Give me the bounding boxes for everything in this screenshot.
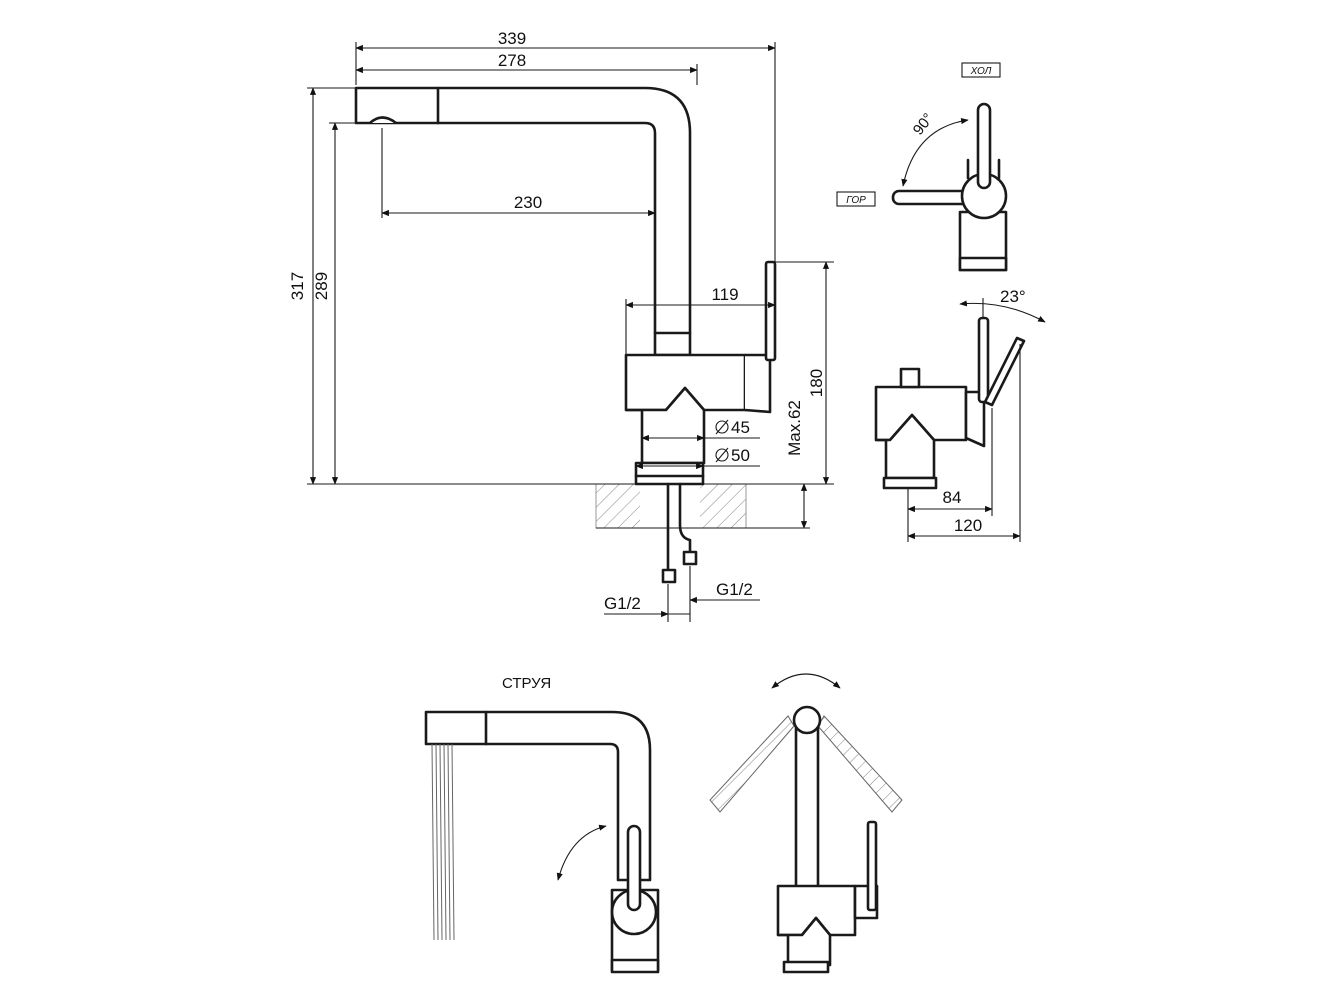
dim-thread-right: G1/2: [716, 580, 753, 599]
dim-max-deck: Max.62: [785, 400, 804, 456]
top-view: 90° ХОЛ ГОР: [836, 62, 1008, 272]
dim-diameter-50: 50: [731, 446, 750, 465]
dim-spout-length: 278: [498, 51, 526, 70]
angle-23: 23°: [1000, 287, 1026, 306]
label-hot: ГОР: [846, 195, 866, 206]
faucet-body: [624, 260, 777, 486]
spray-view: СТРУЯ: [424, 675, 660, 974]
side-view: 23° 84 120: [874, 287, 1046, 542]
dim-120: 120: [954, 516, 982, 535]
front-view: 339 278 230 119 317 289 180 Max.62 45 50…: [288, 29, 834, 622]
dim-thread-left: G1/2: [604, 594, 641, 613]
dim-overall-height: 317: [288, 272, 307, 300]
dim-body-height: 180: [807, 369, 826, 397]
spray-stream: [431, 743, 455, 941]
swivel-ghost-left: [709, 715, 795, 813]
supply-hoses: [661, 482, 698, 584]
dim-84: 84: [943, 488, 962, 507]
dim-handle-offset: 119: [711, 285, 738, 304]
dim-overall-length: 339: [498, 29, 526, 48]
dim-spout-height: 289: [312, 272, 331, 300]
dim-spout-reach: 230: [514, 193, 542, 212]
swivel-view: [709, 673, 903, 974]
faucet-spout: [354, 86, 692, 357]
dimension-lines: [307, 42, 834, 622]
swivel-ghost-right: [817, 715, 903, 813]
dim-diameter-45: 45: [731, 418, 750, 437]
spray-label: СТРУЯ: [502, 675, 551, 692]
label-cold: ХОЛ: [970, 66, 992, 77]
